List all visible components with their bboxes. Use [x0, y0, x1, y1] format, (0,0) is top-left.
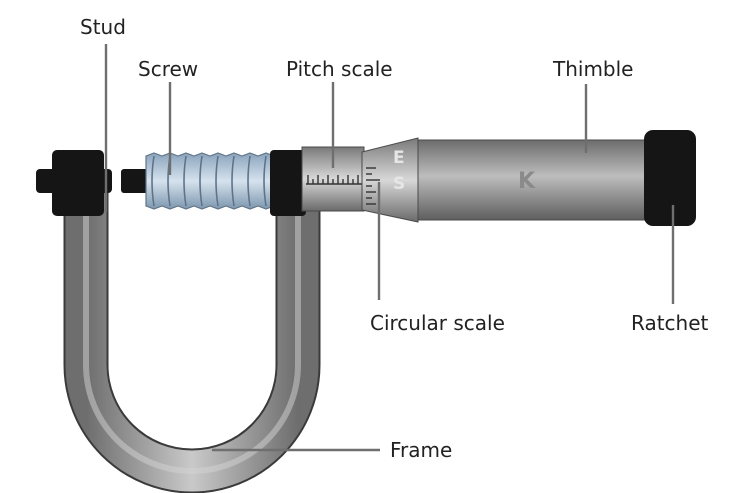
ratchet — [644, 130, 696, 226]
frame-head — [270, 150, 306, 216]
pitch-scale-ticks — [307, 175, 359, 184]
label-pitch-scale: Pitch scale — [286, 57, 393, 81]
anvil — [36, 150, 112, 216]
label-thimble: Thimble — [552, 57, 634, 81]
label-circular-scale: Circular scale — [370, 311, 505, 335]
frame — [63, 190, 321, 493]
label-ratchet: Ratchet — [631, 311, 709, 335]
circular-scale-ticks — [366, 167, 380, 205]
screw — [145, 152, 275, 210]
label-frame: Frame — [390, 438, 452, 462]
thimble-cone: E S — [361, 137, 419, 223]
marking-s: S — [393, 174, 405, 194]
thimble: K — [417, 139, 651, 221]
marking-k: K — [518, 169, 536, 194]
leader-lines — [104, 44, 675, 452]
marking-e: E — [393, 148, 405, 168]
label-stud: Stud — [80, 15, 126, 39]
spindle-tip — [121, 169, 149, 193]
label-screw: Screw — [138, 57, 198, 81]
